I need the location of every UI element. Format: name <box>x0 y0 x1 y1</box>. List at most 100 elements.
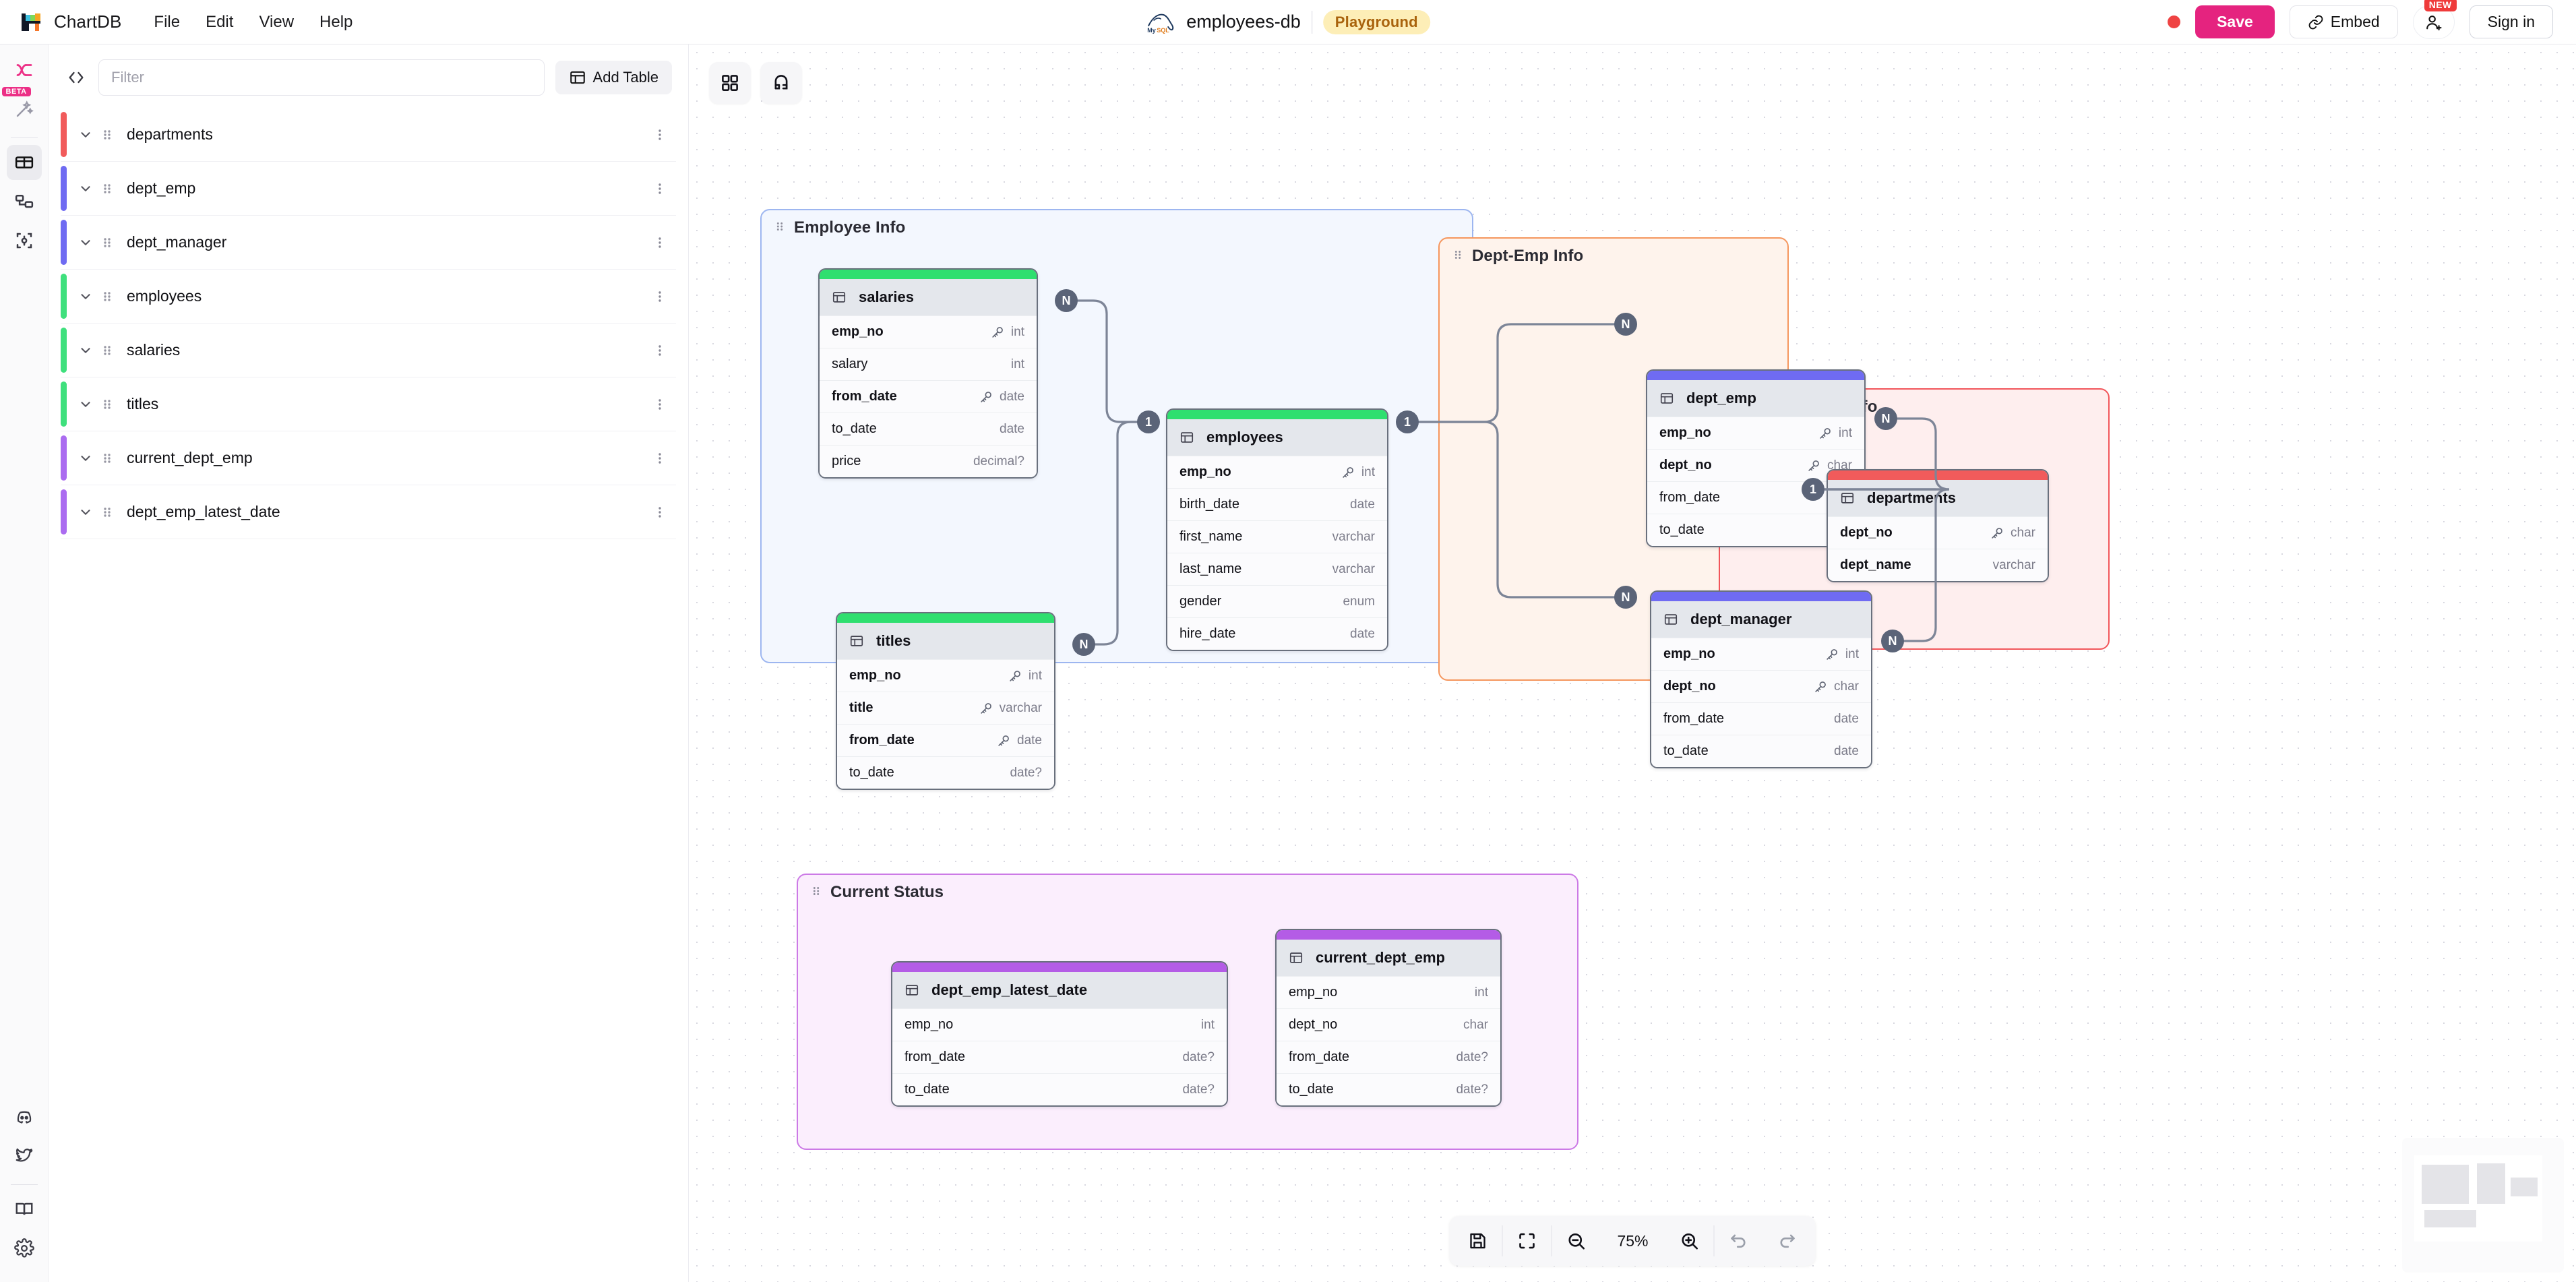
chevron-down-icon[interactable] <box>75 181 96 196</box>
table-node-header[interactable]: titles <box>837 623 1054 659</box>
code-brackets-icon[interactable] <box>65 66 88 89</box>
drag-handle-icon[interactable] <box>96 450 119 466</box>
chevron-down-icon[interactable] <box>75 397 96 412</box>
menu-view[interactable]: View <box>259 12 295 31</box>
table-node-header[interactable]: dept_emp_latest_date <box>892 972 1227 1008</box>
docs-book-icon[interactable] <box>7 1192 42 1227</box>
fit-to-screen-icon[interactable] <box>1503 1216 1552 1266</box>
database-title[interactable]: employees-db <box>1186 11 1301 32</box>
drag-handle-icon[interactable] <box>96 181 119 197</box>
embed-button[interactable]: Embed <box>2289 5 2398 38</box>
table-list-item[interactable]: employees <box>61 270 676 324</box>
menu-file[interactable]: File <box>154 12 181 31</box>
table-node-header[interactable]: current_dept_emp <box>1277 940 1500 976</box>
more-options-icon[interactable] <box>653 181 667 197</box>
table-list-item[interactable]: salaries <box>61 324 676 377</box>
more-options-icon[interactable] <box>653 450 667 466</box>
undo-icon[interactable] <box>1715 1216 1763 1266</box>
chevron-down-icon[interactable] <box>75 451 96 466</box>
table-list-item[interactable]: dept_manager <box>61 216 676 270</box>
drag-handle-icon[interactable] <box>96 396 119 413</box>
magic-wand-icon[interactable]: BETA <box>1 87 42 127</box>
chevron-down-icon[interactable] <box>75 235 96 250</box>
table-node-header[interactable]: departments <box>1828 480 2048 516</box>
drag-handle-icon[interactable] <box>810 884 822 902</box>
table-list-item[interactable]: titles <box>61 377 676 431</box>
drag-handle-icon[interactable] <box>96 288 119 305</box>
add-user-button[interactable]: NEW <box>2412 0 2457 39</box>
sidebar-item-tables[interactable] <box>6 145 42 180</box>
discord-icon[interactable] <box>7 1099 42 1134</box>
drag-handle-icon[interactable] <box>1452 247 1464 266</box>
save-button[interactable]: Save <box>2195 5 2275 38</box>
drag-handle-icon[interactable] <box>96 127 119 143</box>
zoom-in-icon[interactable] <box>1665 1216 1714 1266</box>
sidebar-item-relationships[interactable] <box>7 184 42 219</box>
chevron-down-icon[interactable] <box>75 505 96 520</box>
drag-handle-icon[interactable] <box>774 219 786 237</box>
chevron-down-icon[interactable] <box>75 289 96 304</box>
settings-gear-icon[interactable] <box>7 1231 42 1266</box>
chartdb-ai-icon[interactable] <box>7 53 42 88</box>
table-node-header[interactable]: employees <box>1167 419 1387 456</box>
table-list-item[interactable]: dept_emp <box>61 162 676 216</box>
table-list-item[interactable]: current_dept_emp <box>61 431 676 485</box>
add-table-button[interactable]: Add Table <box>555 61 672 94</box>
sidebar-item-dependencies[interactable] <box>7 223 42 258</box>
more-options-icon[interactable] <box>653 127 667 143</box>
table-list-item[interactable]: departments <box>61 108 676 162</box>
more-options-icon[interactable] <box>653 288 667 305</box>
minimap[interactable] <box>2402 1138 2564 1273</box>
table-list-item[interactable]: dept_emp_latest_date <box>61 485 676 539</box>
sign-in-button[interactable]: Sign in <box>2469 5 2553 38</box>
chevron-down-icon[interactable] <box>75 127 96 142</box>
table-node-header[interactable]: dept_manager <box>1651 601 1871 638</box>
table-node-header[interactable]: salaries <box>820 279 1037 315</box>
table-node-header[interactable]: dept_emp <box>1647 380 1864 417</box>
toggle-grid-icon[interactable] <box>709 62 751 104</box>
chevron-down-icon[interactable] <box>75 343 96 358</box>
more-options-icon[interactable] <box>653 396 667 413</box>
menu-edit[interactable]: Edit <box>206 12 234 31</box>
twitter-icon[interactable] <box>7 1138 42 1173</box>
save-diagram-icon[interactable] <box>1454 1216 1502 1266</box>
drag-handle-icon[interactable] <box>96 504 119 520</box>
filter-input[interactable] <box>98 59 545 96</box>
zoom-level-label[interactable]: 75% <box>1617 1231 1649 1250</box>
